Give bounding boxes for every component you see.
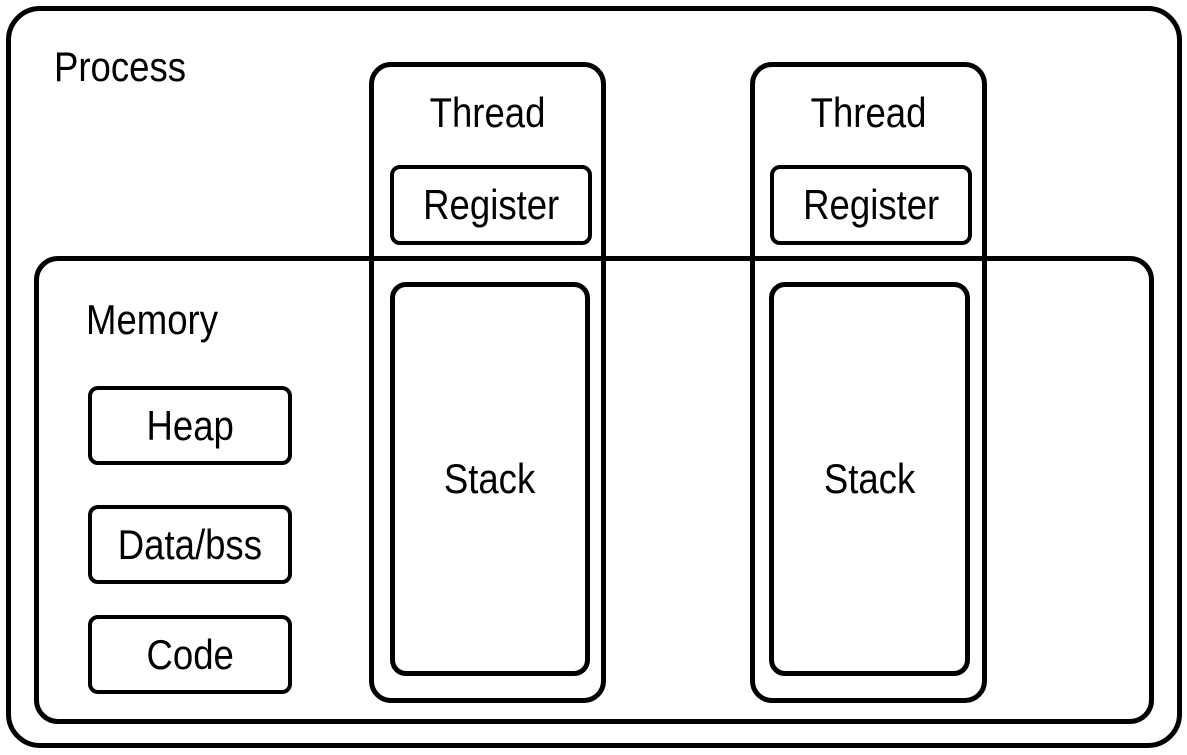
data-bss-box: Data/bss (88, 505, 292, 584)
process-label: Process (54, 43, 186, 90)
thread-1-stack-label: Stack (444, 455, 536, 502)
thread-2-label-wrap: Thread (750, 91, 987, 135)
thread-2-register-label: Register (802, 181, 940, 228)
heap-box: Heap (88, 386, 292, 465)
data-bss-label: Data/bss (117, 520, 263, 568)
thread-1-register-label: Register (422, 181, 560, 228)
thread-2-register-box: Register (770, 165, 972, 245)
thread-1-label: Thread (429, 89, 546, 136)
heap-label: Heap (146, 401, 234, 449)
memory-label: Memory (86, 296, 218, 343)
memory-label-wrap: Memory (86, 298, 238, 342)
thread-1-stack-box: Stack (390, 282, 590, 676)
thread-1-box (369, 62, 606, 703)
memory-box (34, 256, 1154, 724)
process-label-wrap: Process (54, 45, 206, 89)
thread-2-label: Thread (810, 89, 927, 136)
thread-2-box (750, 62, 987, 703)
thread-2-stack-label: Stack (823, 455, 916, 502)
thread-2-stack-box: Stack (769, 282, 970, 676)
process-box (6, 6, 1182, 748)
thread-1-label-wrap: Thread (369, 91, 606, 135)
code-label: Code (146, 630, 234, 678)
code-box: Code (88, 615, 292, 694)
thread-1-register-box: Register (390, 165, 592, 245)
